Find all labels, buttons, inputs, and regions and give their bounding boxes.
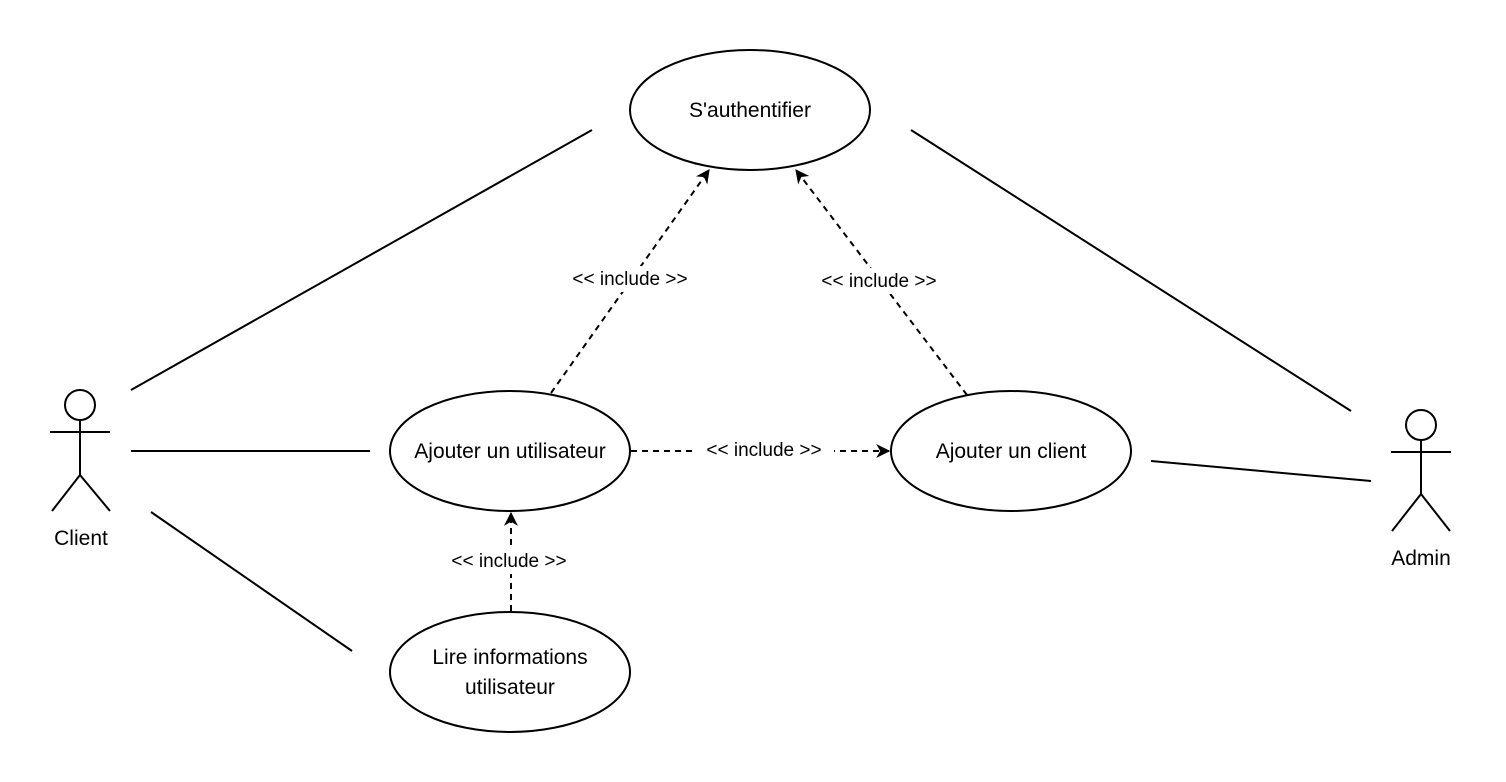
use-case-ajouter-client-ellipse[interactable] [890, 390, 1132, 512]
include-label-4: << include >> [439, 548, 579, 574]
include-label-lire-informations-ajouter-utilisateur: << include >> [451, 551, 566, 572]
include-label-ajouter-utilisateur-authentifier: << include >> [572, 269, 687, 290]
actor-admin-label: Admin [1391, 547, 1451, 570]
actor-client-right-leg [79, 474, 111, 512]
use-case-ajouter-client[interactable]: Ajouter un client [890, 390, 1132, 512]
use-case-ajouter-utilisateur[interactable]: Ajouter un utilisateur [389, 390, 631, 512]
use-case-ajouter-utilisateur-ellipse[interactable] [389, 390, 631, 512]
actor-client[interactable]: Client [50, 389, 111, 550]
include-ajouter-client-to-authentifier[interactable] [795, 169, 968, 396]
use-case-lire-informations-label-line1: Lire informations [432, 646, 587, 669]
include-label-ajouter-client-authentifier: << include >> [821, 271, 936, 292]
actor-client-label: Client [54, 527, 108, 550]
actor-admin-right-leg [1420, 493, 1451, 532]
association-client-authentifier[interactable] [130, 129, 593, 391]
association-client-lire-informations[interactable] [150, 511, 353, 652]
use-case-ajouter-client-label: Ajouter un client [936, 440, 1087, 463]
actor-admin[interactable]: Admin [1391, 409, 1451, 570]
include-label-3: << include >> [694, 437, 834, 463]
use-case-lire-informations-ellipse[interactable] [389, 611, 631, 733]
use-case-ajouter-utilisateur-label: Ajouter un utilisateur [414, 440, 605, 463]
actor-admin-left-leg [1391, 493, 1422, 532]
association-admin-ajouter-client[interactable] [1150, 460, 1372, 482]
actor-client-left-leg [51, 474, 81, 512]
association-admin-authentifier[interactable] [910, 129, 1352, 412]
include-label-ajouter-utilisateur-ajouter-client: << include >> [706, 440, 821, 461]
use-case-lire-informations-label-line2: utilisateur [465, 676, 555, 699]
use-case-lire-informations[interactable]: Lire informations utilisateur [389, 611, 631, 733]
actor-admin-head [1405, 409, 1437, 441]
use-case-authentifier-ellipse[interactable] [629, 49, 871, 171]
include-label-2: << include >> [809, 268, 949, 294]
actor-client-head [64, 389, 96, 421]
use-case-authentifier[interactable]: S'authentifier [629, 49, 871, 171]
include-label-1: << include >> [560, 266, 700, 292]
use-case-authentifier-label: S'authentifier [689, 99, 811, 122]
